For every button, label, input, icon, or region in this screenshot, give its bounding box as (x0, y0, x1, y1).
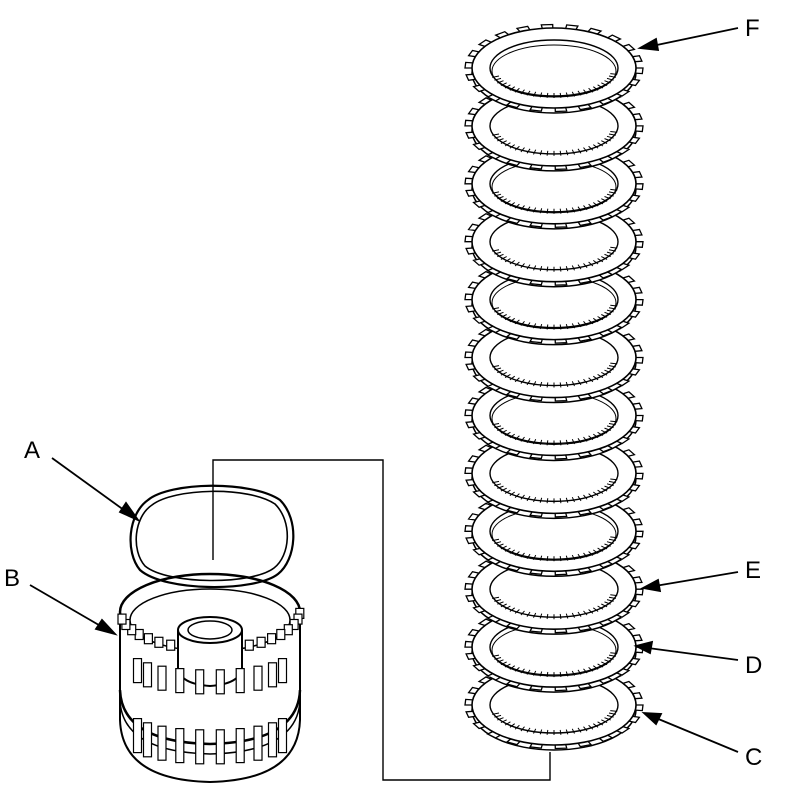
leader-line-c (655, 717, 739, 753)
leader-line-d (647, 647, 739, 661)
drum-tooth (283, 624, 293, 636)
leader-lines (29, 27, 739, 753)
drum-slot (253, 725, 263, 761)
drum-slot (253, 665, 263, 691)
drum-tooth (267, 633, 277, 645)
drum-tooth (134, 628, 144, 641)
drum-slot (175, 727, 185, 764)
drum-slot (157, 725, 167, 761)
drum-tooth (154, 636, 164, 648)
callout-label-f: F (745, 15, 760, 42)
drum-slot (277, 717, 288, 754)
arrowhead-e (640, 578, 662, 593)
drum-tooth (143, 633, 153, 645)
clutch-drum (117, 572, 305, 784)
callout-label-b: B (4, 565, 20, 592)
clutch-plate (464, 371, 644, 462)
callout-label-d: D (745, 652, 762, 679)
leader-line-e (654, 571, 739, 587)
drum-slot (235, 667, 245, 694)
leader-line-b (29, 584, 105, 629)
arrowhead-f (637, 37, 660, 52)
leader-line-f (651, 27, 739, 47)
assembly-connector-line (212, 459, 551, 781)
arrowhead-d (633, 640, 654, 655)
drum-slot (157, 665, 167, 691)
drum-tooth (256, 636, 266, 648)
snap-ring (129, 484, 295, 589)
arrowhead-b (94, 618, 118, 636)
drum-tooth (117, 613, 127, 625)
drum-slot (175, 667, 185, 694)
drum-slot (267, 662, 278, 688)
callout-label-a: A (24, 437, 40, 464)
arrowhead-a (118, 501, 141, 523)
drum-slot (132, 657, 143, 684)
drum-slot (267, 722, 278, 758)
drum-slot (142, 722, 153, 758)
drum-window-slots (132, 657, 288, 765)
drum-slot (235, 727, 245, 764)
clutch-plate (464, 23, 644, 114)
clutch-plate-stack (464, 23, 644, 751)
drum-slot (195, 669, 205, 695)
drum-tooth (276, 628, 286, 641)
drum-slot (142, 662, 153, 688)
drum-slot (277, 657, 288, 684)
callout-label-c: C (745, 744, 762, 771)
drum-slot (215, 669, 225, 695)
callout-label-e: E (745, 557, 761, 584)
leader-line-a (51, 457, 129, 514)
drum-tooth (244, 639, 254, 651)
drum-slot (195, 729, 205, 765)
arrowhead-c (641, 711, 663, 726)
drum-tooth (166, 639, 176, 651)
drum-slot (132, 717, 143, 754)
drum-slot (215, 729, 225, 765)
